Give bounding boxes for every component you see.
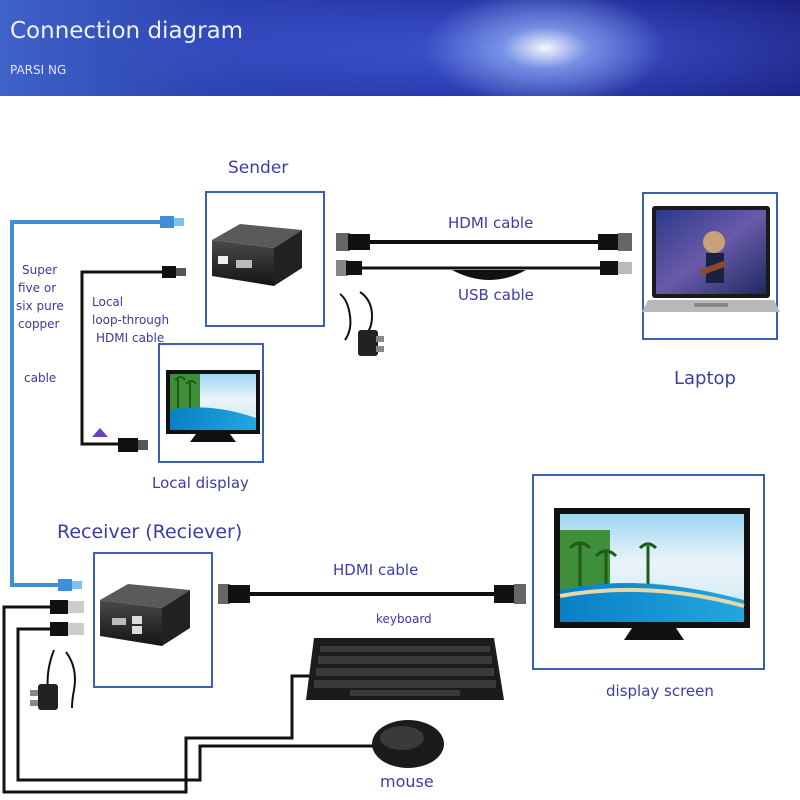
usb-a-connector-receiver-2 <box>50 622 84 636</box>
header-banner: Connection diagram PARSI NG <box>0 0 800 96</box>
keyboard-label: keyboard <box>376 612 432 626</box>
hdmi-connector-loop-top <box>162 266 186 278</box>
power-adapter-icon-bottom <box>30 649 76 710</box>
hdmi-connector-laptop <box>598 233 632 251</box>
display-screen-label: display screen <box>606 682 714 700</box>
hdmi-connector-display <box>494 584 526 604</box>
copper-cable-label-line1: Super <box>22 263 58 277</box>
receiver-label: Receiver (Reciever) <box>57 521 243 543</box>
local-display-label: Local display <box>152 474 249 492</box>
loop-cable-label-line1: Local <box>92 295 124 309</box>
keyboard-keys <box>314 646 496 696</box>
sender-label: Sender <box>228 158 289 178</box>
copper-cable-label-line5: cable <box>24 371 57 385</box>
copper-cable <box>10 220 168 587</box>
loop-cable-label-line3: HDMI cable <box>96 331 165 345</box>
display-screen-tv-icon <box>554 508 750 640</box>
laptop-label: Laptop <box>674 368 736 389</box>
laptop-icon <box>642 206 780 312</box>
rj45-connector-top <box>160 216 184 228</box>
keyboard-icon <box>306 638 504 700</box>
local-display-tv-icon <box>166 370 260 442</box>
usb-cable-label: USB cable <box>458 286 534 304</box>
copper-cable-label-line2: five or <box>18 281 57 295</box>
hdmi-connector-sender <box>336 233 370 251</box>
copper-cable-label-line3: six pure <box>16 299 64 313</box>
keyboard-cable <box>2 605 340 794</box>
sender-device-icon <box>212 224 302 286</box>
usb-a-connector-laptop <box>600 261 632 275</box>
loop-through-hdmi-cable <box>80 270 162 446</box>
hdmi-cable-top-label: HDMI cable <box>448 214 534 232</box>
hdmi-cable-bottom-label: HDMI cable <box>333 561 419 579</box>
hdmi-connector-receiver <box>218 584 250 604</box>
receiver-device-icon <box>100 584 190 646</box>
loop-cable-label-line2: loop-through <box>92 313 170 327</box>
page-title: Connection diagram <box>10 18 244 44</box>
rj45-connector-bottom <box>58 579 82 591</box>
mouse-cable <box>16 627 378 782</box>
copper-cable-label-line4: copper <box>18 317 60 331</box>
mouse-label: mouse <box>380 772 434 791</box>
mouse-icon <box>372 720 444 768</box>
hdmi-connector-loop-bottom <box>118 438 148 452</box>
small-arrow-icon <box>92 428 108 437</box>
page-subtitle: PARSI NG <box>10 63 67 77</box>
usb-b-connector <box>336 260 362 276</box>
power-adapter-icon-top <box>339 291 384 356</box>
usb-cable-bump <box>452 270 526 280</box>
usb-a-connector-receiver-1 <box>50 600 84 614</box>
